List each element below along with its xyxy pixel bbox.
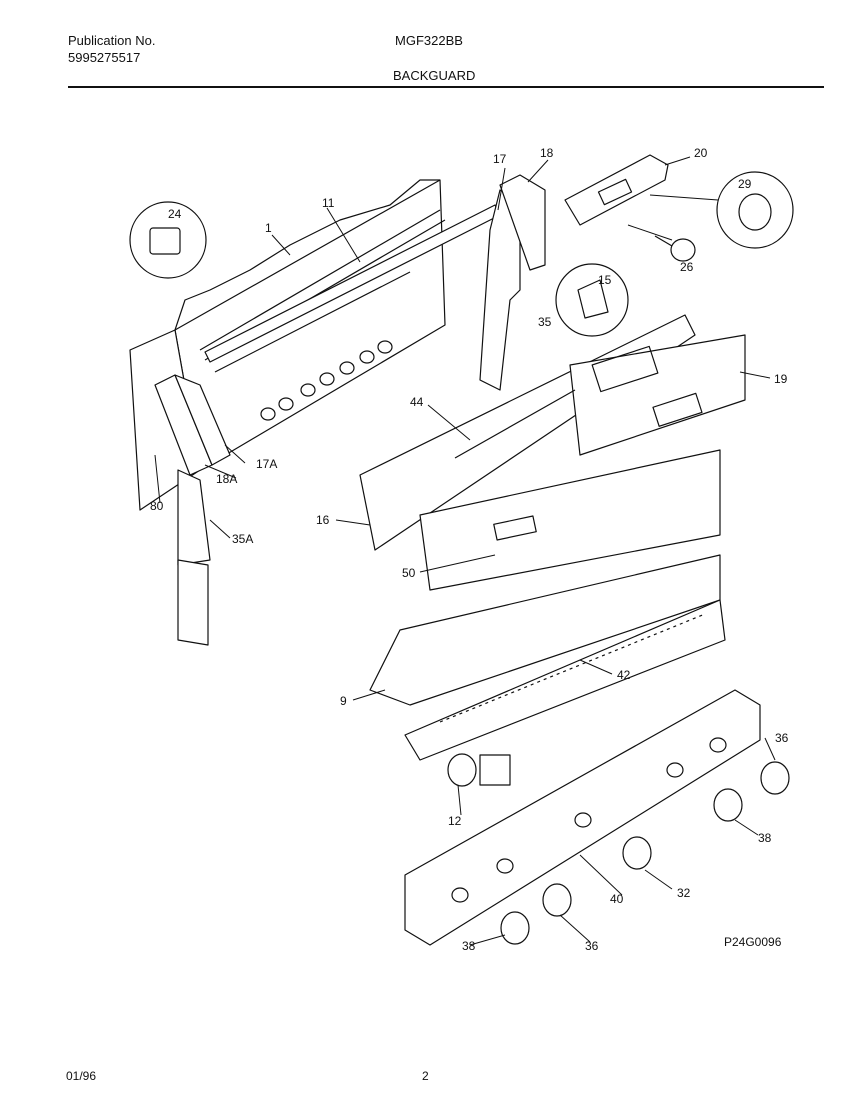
label-44: 44 <box>410 395 424 409</box>
manifold-cover <box>369 554 721 706</box>
label-24: 24 <box>168 207 182 221</box>
model-number: MGF322BB <box>395 33 463 48</box>
callout-24 <box>129 201 207 279</box>
label-1: 1 <box>265 221 272 235</box>
control-knobs <box>500 761 790 945</box>
left-end-cap <box>154 374 231 646</box>
label-36-top: 36 <box>775 731 789 745</box>
publication-number: 5995275517 <box>68 50 141 65</box>
section-title: BACKGUARD <box>393 68 476 83</box>
label-20: 20 <box>694 146 708 160</box>
publication-label: Publication No. <box>68 33 156 48</box>
label-38-right: 38 <box>758 831 772 845</box>
label-17a: 17A <box>256 457 277 471</box>
header-rule <box>68 86 824 88</box>
label-26: 26 <box>680 260 694 274</box>
revision-date: 01/96 <box>66 1069 97 1083</box>
label-17: 17 <box>493 152 507 166</box>
vent-grille <box>404 599 726 761</box>
label-50: 50 <box>402 566 416 580</box>
label-16: 16 <box>316 513 330 527</box>
thermostat <box>447 753 511 787</box>
label-35a: 35A <box>232 532 253 546</box>
clock-bracket <box>564 154 669 226</box>
callout-15 <box>555 263 629 337</box>
label-9: 9 <box>340 694 347 708</box>
label-19: 19 <box>774 372 788 386</box>
panel-holes <box>260 340 393 421</box>
clock-knob <box>654 235 696 262</box>
callout-29 <box>716 171 794 249</box>
label-29: 29 <box>738 177 752 191</box>
knob-panel <box>404 689 761 946</box>
label-38-bottom: 38 <box>462 939 476 953</box>
label-11: 11 <box>322 196 335 210</box>
label-40: 40 <box>610 892 624 906</box>
page-number: 2 <box>422 1069 429 1083</box>
label-80: 80 <box>150 499 164 513</box>
label-12: 12 <box>448 814 462 828</box>
label-15: 15 <box>598 273 612 287</box>
label-18: 18 <box>540 146 554 160</box>
label-36-bottom: 36 <box>585 939 599 953</box>
label-42: 42 <box>617 668 631 682</box>
figure-id: P24G0096 <box>724 935 782 949</box>
right-end-cap <box>499 174 546 271</box>
label-18a: 18A <box>216 472 237 486</box>
part-labels: 1 11 17 18 20 24 29 26 15 35 19 44 17A 1… <box>150 146 789 953</box>
label-35: 35 <box>538 315 552 329</box>
label-32: 32 <box>677 886 691 900</box>
leader-lines <box>154 156 776 946</box>
